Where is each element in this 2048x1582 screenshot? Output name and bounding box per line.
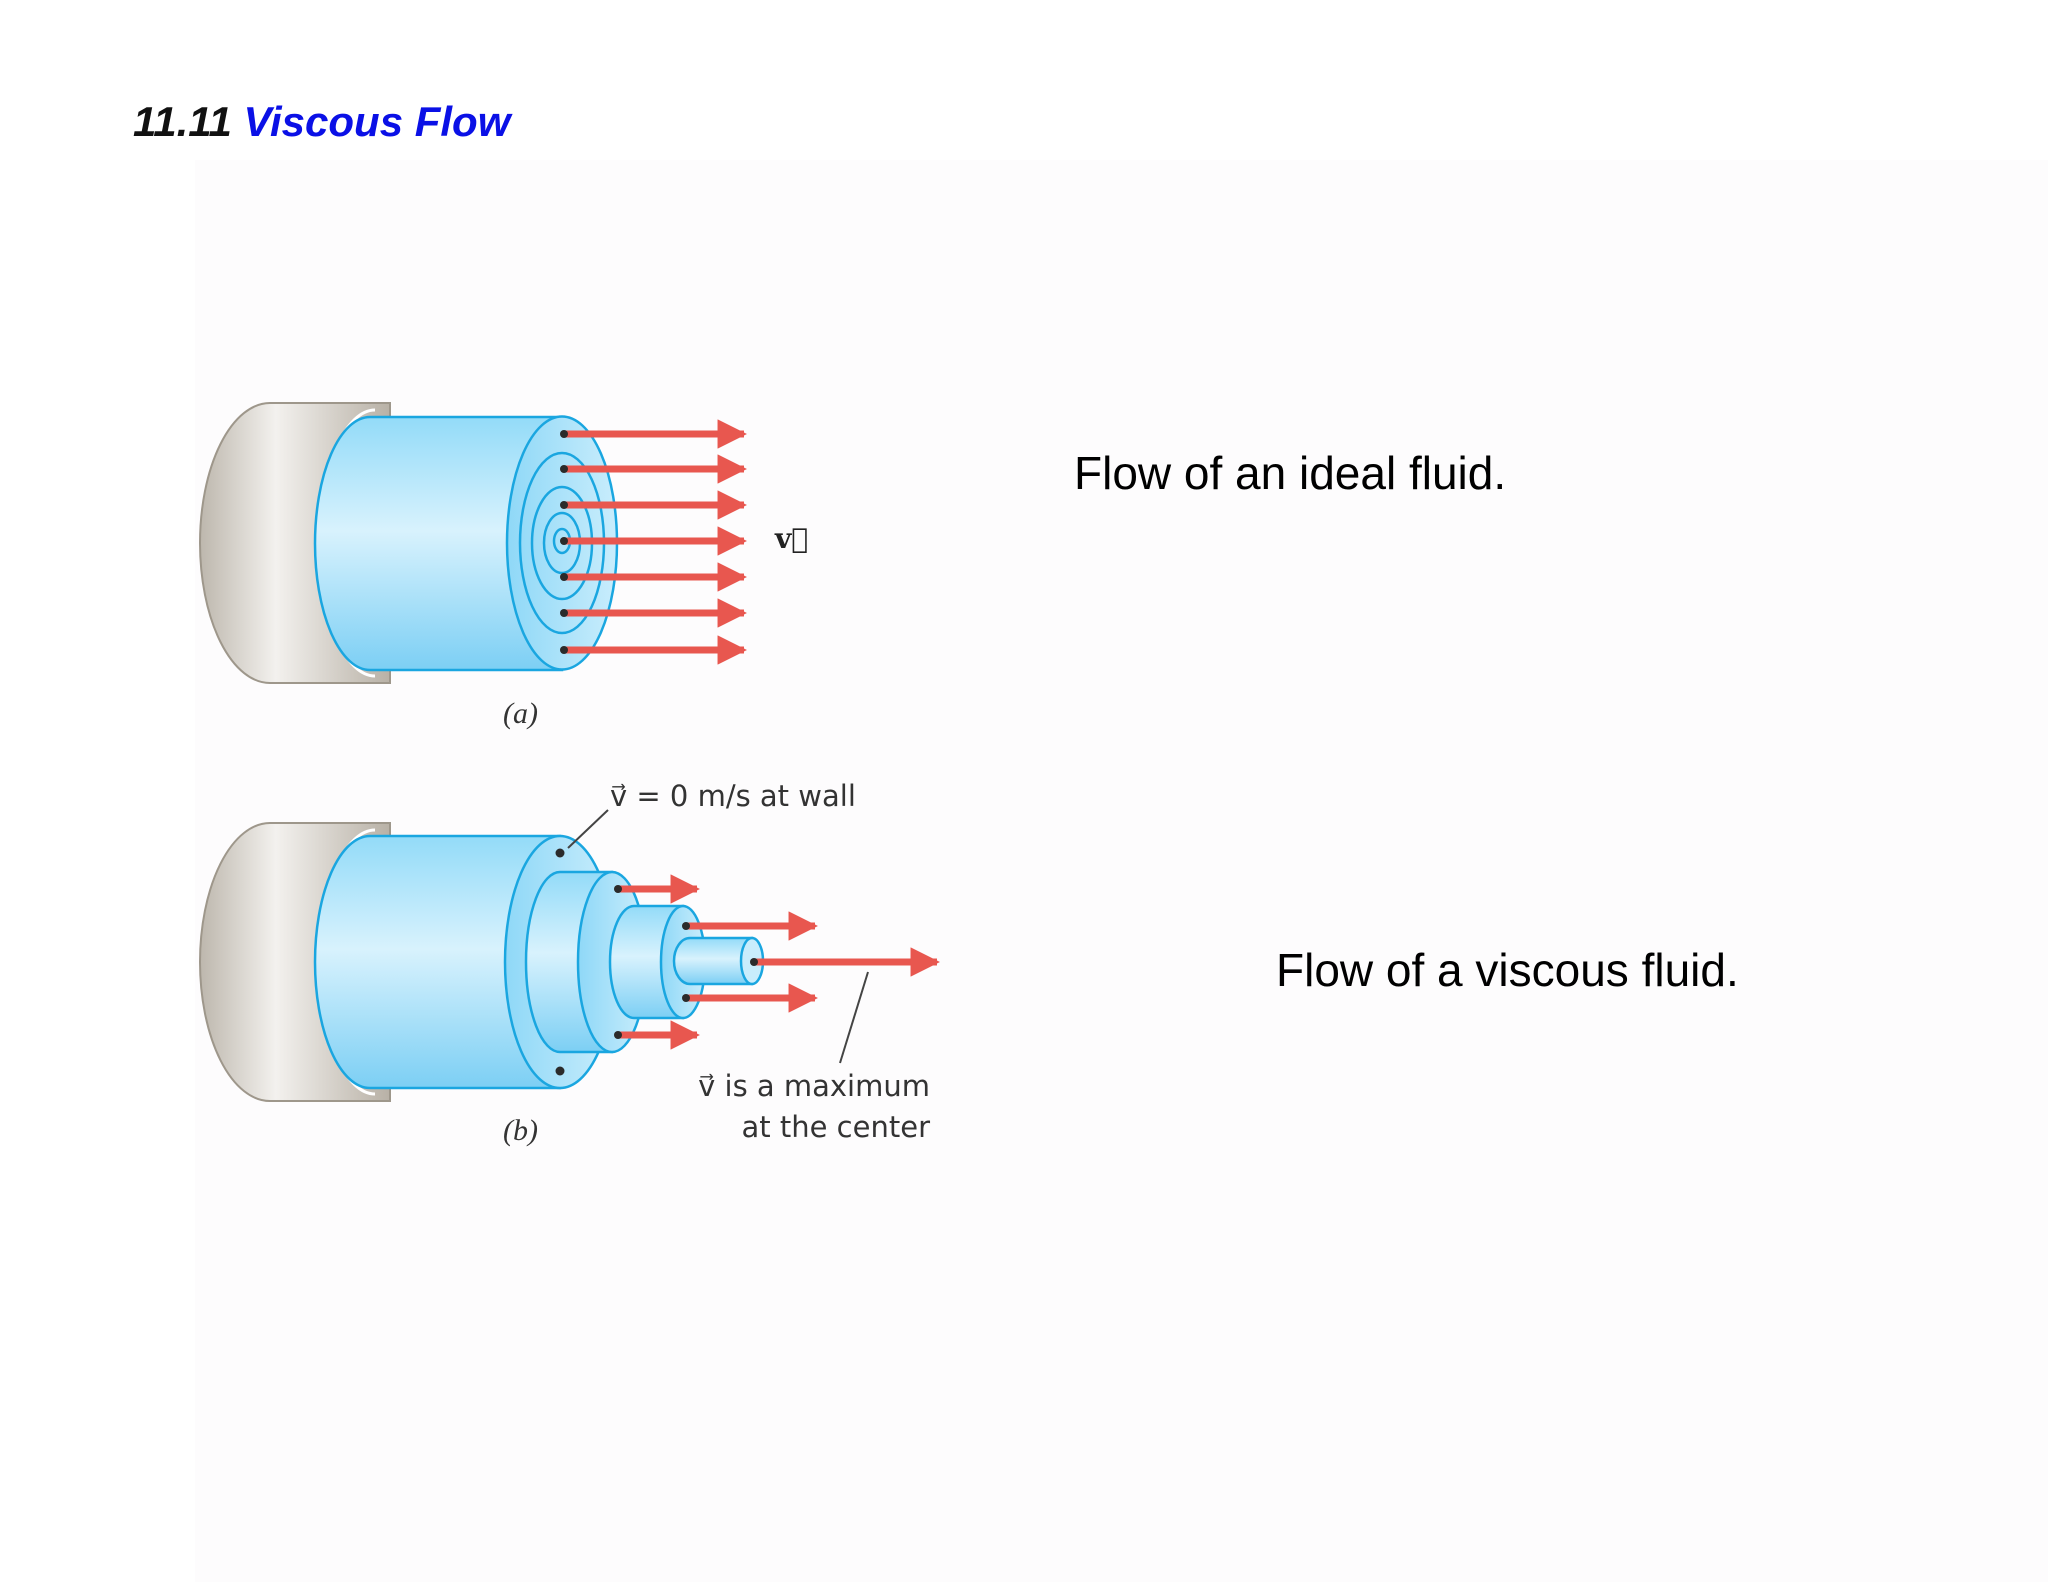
- streamline-dots-b: [555, 848, 758, 1076]
- annotation-center-line2: at the center: [742, 1110, 931, 1144]
- figure-a-ideal-flow: v⃗ (a): [199, 402, 808, 730]
- section-title: Viscous Flow: [243, 98, 511, 145]
- annotation-wall: v⃗ = 0 m/s at wall: [610, 779, 856, 813]
- slide-title: 11.11 Viscous Flow: [133, 98, 510, 146]
- figure-b-viscous-flow: v⃗ = 0 m/s at wall v⃗ is a maximum at th…: [199, 779, 940, 1147]
- figure-label-b: (b): [503, 1114, 538, 1147]
- velocity-arrows-b: [618, 874, 940, 1050]
- fluid-layers-b: [313, 834, 765, 1090]
- section-number: 11.11: [133, 98, 232, 145]
- streamline-dots-a: [560, 430, 568, 654]
- annotation-center-line1: v⃗ is a maximum: [698, 1069, 930, 1103]
- figure-label-a: (a): [503, 697, 538, 730]
- caption-ideal-fluid: Flow of an ideal fluid.: [1074, 447, 1507, 499]
- velocity-arrows-a: [565, 419, 747, 665]
- leader-line-wall: [567, 809, 609, 849]
- leader-line-center: [839, 971, 869, 1064]
- caption-viscous-fluid: Flow of a viscous fluid.: [1276, 944, 1739, 996]
- velocity-symbol-a: v⃗: [774, 522, 808, 555]
